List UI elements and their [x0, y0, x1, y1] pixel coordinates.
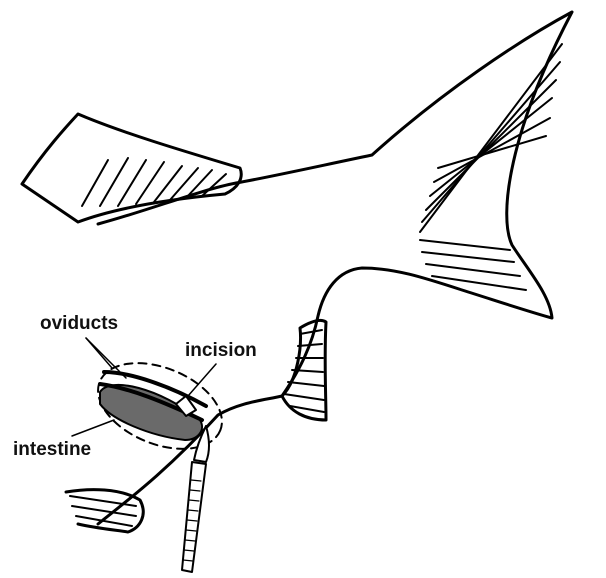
label-incision: incision [185, 341, 257, 360]
leader-intestine [72, 420, 114, 436]
label-intestine: intestine [13, 440, 91, 459]
scalpel-handle [182, 462, 206, 572]
anal-fin-rays [284, 330, 324, 412]
dorsal-fin [22, 114, 241, 222]
label-oviducts: oviducts [40, 314, 118, 333]
dorsal-fin-rays [82, 158, 226, 206]
